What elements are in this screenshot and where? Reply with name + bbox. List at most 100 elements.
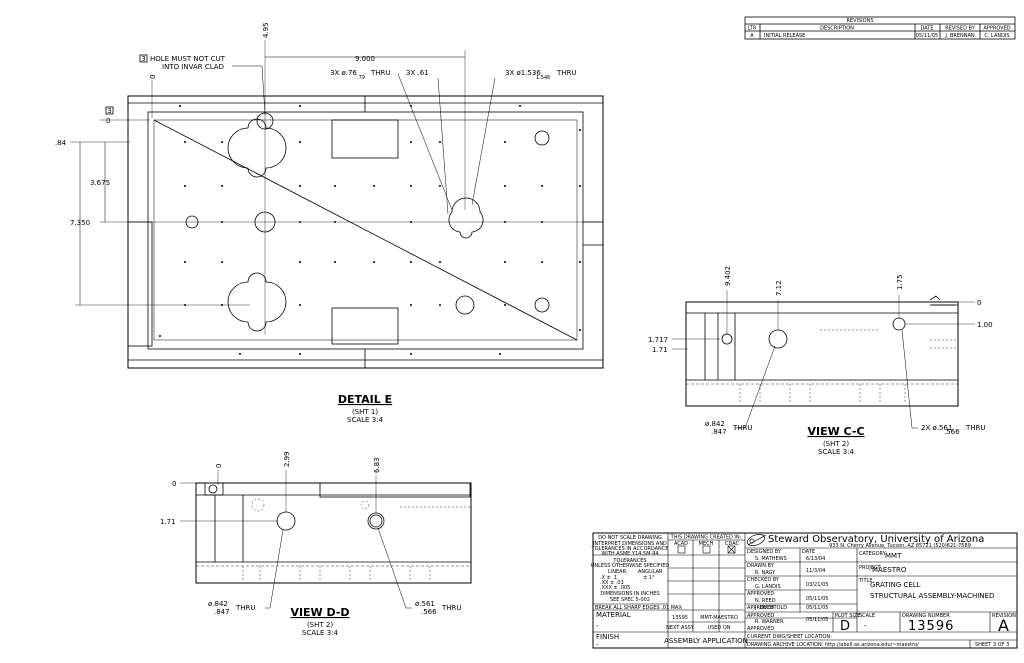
view-cc-dim-100: 1.00 bbox=[977, 321, 993, 329]
tb-tol-angular: ± 1° bbox=[643, 575, 655, 581]
tb-drawer: R. NAGY bbox=[755, 570, 776, 576]
tb-mech: MECH bbox=[699, 541, 714, 547]
tb-tol-2: .XX ± .01 bbox=[600, 580, 624, 586]
tb-finish-value: - bbox=[596, 641, 599, 649]
rev-row-ltr: A bbox=[750, 33, 754, 39]
tb-revision-label: REVISION bbox=[992, 613, 1016, 619]
tb-interpret-1: INTERPRET DIMENSIONS AND bbox=[593, 541, 667, 547]
detail-e-note-line1: HOLE MUST NOT CUT bbox=[150, 55, 226, 63]
tb-approved4-label: APPROVED bbox=[747, 626, 774, 632]
view-cc-dim-171: 1.71 bbox=[652, 346, 668, 354]
tb-tol-3: .XXX ± .005 bbox=[600, 585, 630, 591]
tb-plot-size: D bbox=[840, 619, 851, 634]
detail-e-thru1: THRU bbox=[370, 69, 391, 77]
tb-sheet: SHEET 3 OF 3 bbox=[975, 642, 1009, 648]
tb-organization: Steward Observatory, University of Arizo… bbox=[768, 534, 984, 545]
view-cc-title: VIEW C-C bbox=[807, 425, 864, 438]
detail-e-scale: SCALE 3:4 bbox=[347, 416, 383, 424]
tb-approved1-label: APPROVED bbox=[747, 591, 774, 597]
tb-category: MMT bbox=[885, 552, 902, 560]
revision-table: REVISIONS LTR DESCRIPTION DATE REVISED B… bbox=[744, 16, 1016, 40]
rev-header-description: DESCRIPTION bbox=[820, 26, 854, 32]
view-dd-right-hole-b: .566 bbox=[421, 608, 437, 616]
detail-e-dim-7350: 7.350 bbox=[70, 219, 90, 227]
view-dd-scale: SCALE 3:4 bbox=[302, 629, 338, 637]
detail-e-dim-84: .84 bbox=[55, 139, 67, 147]
tb-drawing-number-label: DRAWING NUMBER bbox=[902, 613, 950, 619]
tb-approved2-date: 05/11/05 bbox=[806, 605, 828, 611]
rev-row-date: 05/11/05 bbox=[916, 33, 938, 39]
detail-e-note-marker: 3 bbox=[141, 55, 145, 63]
tb-unless: UNLESS OTHERWISE SPECIFIED bbox=[591, 563, 670, 569]
detail-e-dim-zero-left: 0 bbox=[106, 117, 110, 125]
detail-e-sheet: (SHT 1) bbox=[352, 408, 378, 416]
view-dd-dim-zero-top: 0 bbox=[215, 464, 223, 468]
detail-e-hole1: 3X ø.76 bbox=[330, 69, 357, 77]
tb-material-label: MATERIAL bbox=[596, 611, 631, 619]
tb-checked-by-label: CHECKED BY bbox=[747, 577, 780, 583]
tb-dims-in: DIMENSIONS IN INCHES bbox=[600, 591, 659, 597]
view-dd-left-hole-b: .847 bbox=[214, 608, 230, 616]
tb-title-label: TITLE bbox=[858, 578, 873, 584]
view-dd-right-hole: ø.561 bbox=[415, 600, 435, 608]
rev-row-description: INITIAL RELEASE bbox=[764, 33, 805, 39]
detail-e-hole3: 3X ø1.536 bbox=[505, 69, 541, 77]
tb-used-on: USED ON bbox=[707, 625, 730, 631]
view-cc-right-thru: THRU bbox=[965, 424, 986, 432]
detail-e-corner-marker: 3 bbox=[107, 107, 111, 115]
tb-address: 933 N. Cherry Avenue, Tucson, AZ 85721 (… bbox=[829, 543, 971, 549]
tb-date-label: DATE bbox=[802, 549, 815, 555]
view-cc-left-thru: THRU bbox=[732, 424, 753, 432]
tb-approved2: J. BECHTOLD bbox=[754, 605, 787, 611]
observatory-logo-icon bbox=[747, 534, 767, 546]
view-cc: 9.402 7.12 1.75 0 1.00 1.717 1.71 ø.842 … bbox=[648, 266, 993, 456]
tb-approved1-date: 05/11/05 bbox=[806, 596, 828, 602]
detail-e-thru3: THRU bbox=[556, 69, 577, 77]
rev-row-approved: C. LANDIS bbox=[984, 33, 1009, 39]
view-dd-dim-299: 2.99 bbox=[283, 451, 291, 467]
detail-e-large-hole bbox=[448, 197, 484, 239]
tb-drawn-date: 11/3/04 bbox=[806, 568, 825, 574]
tb-tolerances: TOLERANCES bbox=[612, 558, 646, 564]
rev-header-date: DATE bbox=[920, 26, 933, 32]
tb-next-assy: NEXT ASSY bbox=[666, 625, 695, 631]
view-dd-right-thru: THRU bbox=[441, 604, 462, 612]
tb-break-edges: BREAK ALL SHARP EDGES .01 MAX bbox=[595, 605, 682, 611]
detail-e-title: DETAIL E bbox=[338, 393, 392, 406]
tb-date-value: 6/13/04 bbox=[806, 556, 825, 562]
tb-category-label: CATEGORY bbox=[859, 551, 887, 557]
tb-drawn-by-label: DRAWN BY bbox=[747, 563, 775, 569]
view-dd-sheet: (SHT 2) bbox=[307, 621, 333, 629]
detail-e-hole-column bbox=[227, 40, 287, 335]
tb-checker: G. LANDIS bbox=[755, 584, 781, 590]
detail-e-dim-zero-top: 0 bbox=[149, 75, 157, 79]
tb-interpret-3: WITH ASME Y14.5M-94 bbox=[601, 551, 658, 557]
tb-spec: SEE SPEC 5-002 bbox=[610, 597, 650, 603]
view-dd-hidden-lines bbox=[242, 498, 470, 580]
tb-drawing-number: 13596 bbox=[908, 619, 954, 634]
tb-project-label: PROJECT bbox=[859, 565, 882, 571]
view-dd-left-thru: THRU bbox=[235, 604, 256, 612]
view-cc-hidden-lines bbox=[739, 329, 958, 403]
tb-approved1: N. REED bbox=[755, 598, 776, 604]
view-cc-dim-1717: 1.717 bbox=[648, 336, 668, 344]
detail-e-dim-3675: 3.675 bbox=[90, 179, 110, 187]
detail-e-dim-top: 4.95 bbox=[262, 22, 270, 38]
tb-approved3-label: APPROVED bbox=[747, 613, 774, 619]
view-dd-title: VIEW D-D bbox=[290, 606, 349, 619]
view-cc-scale: SCALE 3:4 bbox=[818, 448, 854, 456]
tb-next-number: 13595 bbox=[672, 615, 688, 621]
detail-e-bolt-pattern bbox=[159, 105, 581, 355]
tb-no-scale: DO NOT SCALE DRAWING bbox=[598, 535, 662, 541]
tb-next-project: MMT-MAESTRO bbox=[700, 615, 738, 621]
tb-designed-by-label: DESIGNED BY bbox=[747, 549, 782, 555]
view-cc-dim-9402: 9.402 bbox=[724, 266, 732, 286]
view-cc-right-hole: 2X ø.561 bbox=[921, 424, 952, 432]
tb-current-location: CURRENT DWG/SHEET LOCATION: bbox=[747, 634, 832, 640]
detail-e-dim-span: 9.000 bbox=[355, 55, 375, 63]
view-cc-dim-175: 1.75 bbox=[896, 274, 904, 290]
view-dd-dim-171: 1.71 bbox=[160, 518, 176, 526]
view-dd-left-hole: ø.842 bbox=[208, 600, 228, 608]
tb-material-value: - bbox=[596, 622, 599, 630]
